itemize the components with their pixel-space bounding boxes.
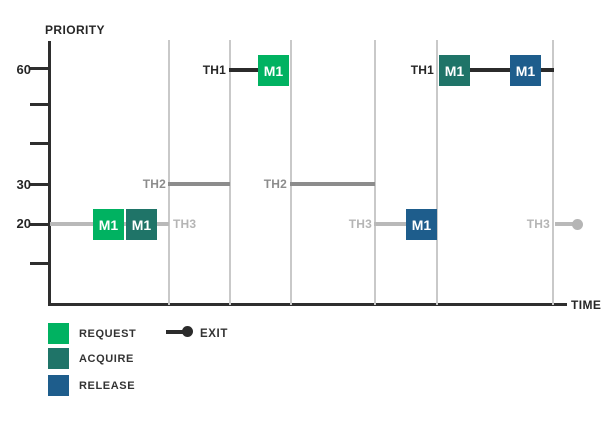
th2-label-1: TH2	[142, 177, 166, 191]
th3-exit-line	[555, 222, 576, 226]
y-tick-label-20: 20	[16, 216, 31, 231]
x-axis-title: TIME	[571, 298, 602, 312]
gridline-1	[168, 40, 170, 305]
mutex-acquire-square-th3: M1	[126, 209, 157, 240]
legend-exit-dot-icon	[182, 326, 193, 337]
y-axis-line	[48, 41, 51, 306]
y-tick-label-30: 30	[16, 177, 31, 192]
th3-exit-dot	[572, 219, 583, 230]
legend-exit-label: EXIT	[200, 328, 228, 340]
y-tick-30	[30, 183, 48, 186]
legend-release-label: RELEASE	[79, 380, 136, 392]
legend-acquire-label: ACQUIRE	[79, 353, 134, 365]
th1-run-line-2	[439, 68, 554, 72]
y-tick-40	[30, 142, 48, 145]
th3-label-2: TH3	[348, 217, 372, 231]
y-axis-title: PRIORITY	[45, 23, 105, 37]
y-tick-label-60: 60	[16, 62, 31, 77]
th1-run-line-1	[229, 68, 260, 72]
gridline-4	[374, 40, 376, 305]
x-axis-line	[48, 303, 567, 306]
legend-request-swatch	[48, 323, 69, 344]
th3-label-3: TH3	[526, 217, 550, 231]
legend-exit-line-icon	[166, 330, 186, 334]
th2-run-line-2	[290, 182, 375, 186]
legend-release-swatch	[48, 375, 69, 396]
th2-label-2: TH2	[263, 177, 287, 191]
gridline-6	[552, 40, 554, 305]
th2-run-line-1	[168, 182, 230, 186]
y-tick-50	[30, 103, 48, 106]
mutex-acquire-square-th1: M1	[439, 55, 470, 86]
y-tick-20	[30, 223, 48, 226]
gridline-5	[436, 40, 438, 305]
mutex-request-square-th1: M1	[258, 55, 289, 86]
mutex-request-square-th3: M1	[93, 209, 124, 240]
y-tick-60	[30, 67, 48, 70]
legend-acquire-swatch	[48, 348, 69, 369]
y-tick-10	[30, 262, 48, 265]
mutex-release-square-th3: M1	[406, 209, 437, 240]
gridline-2	[229, 40, 231, 305]
mutex-release-square-th1: M1	[510, 55, 541, 86]
th1-label-1: TH1	[202, 63, 226, 77]
legend-request-label: REQUEST	[79, 328, 137, 340]
gridline-3	[290, 40, 292, 305]
th1-label-2: TH1	[410, 63, 434, 77]
th3-label-1: TH3	[173, 217, 197, 231]
th3-run-line-2	[374, 222, 437, 226]
